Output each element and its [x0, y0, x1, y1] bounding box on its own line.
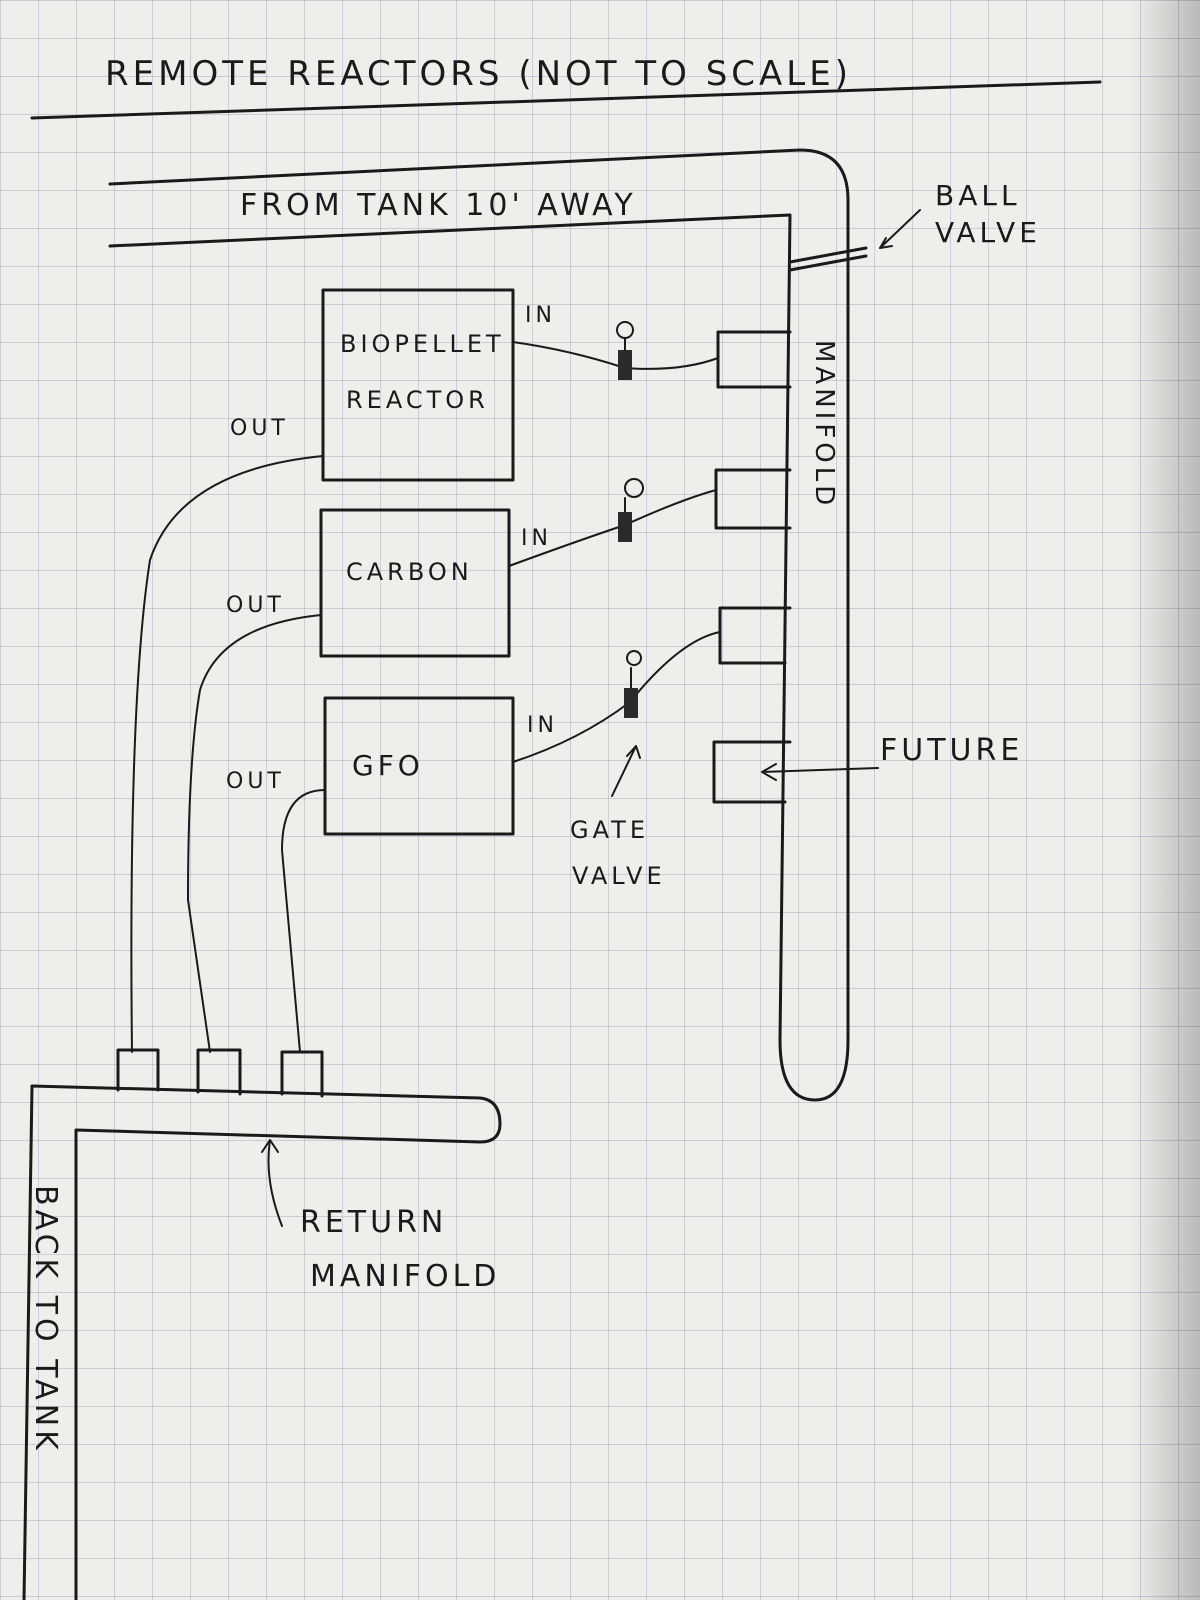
- gfo-in-label: IN: [527, 713, 558, 738]
- gfo-label: GFO: [352, 749, 424, 782]
- carbon-reactor-box: [319, 508, 511, 658]
- biopellet-out-label: OUT: [230, 416, 289, 441]
- biopellet-reactor-box: [321, 288, 515, 482]
- gate-valve-icon-2: [618, 478, 644, 542]
- sketch-title: REMOTE REACTORS (NOT TO SCALE): [105, 54, 852, 94]
- gfo-out-hose: [280, 789, 326, 1053]
- outlet-future: [712, 740, 792, 804]
- manifold-label: MANIFOLD: [809, 340, 839, 509]
- carbon-in-label: IN: [521, 526, 552, 551]
- gate-valve-label-line2: VALVE: [572, 862, 666, 890]
- gate-valve-icon-1: [616, 321, 634, 380]
- gfo-in-hose: [512, 631, 721, 763]
- manifold-outlets: [712, 330, 792, 804]
- gfo-out-label: OUT: [226, 769, 285, 794]
- gate-valve-icon-3: [624, 650, 642, 718]
- outlet-3: [718, 606, 792, 665]
- ball-valve-label-line2: VALVE: [935, 216, 1041, 249]
- biopellet-in-hose: [512, 341, 719, 370]
- gate-valve-arrow: [611, 745, 641, 797]
- ball-valve-icon: [788, 209, 921, 272]
- return-manifold-arrow: [261, 1139, 283, 1227]
- title-underline: [30, 80, 1102, 120]
- page-edge-shadow: [1130, 0, 1200, 1600]
- return-manifold-label-line1: RETURN: [300, 1205, 447, 1240]
- return-inlet-3: [280, 1050, 324, 1098]
- biopellet-in-label: IN: [525, 303, 556, 328]
- biopellet-label-line1: BIOPELLET: [340, 330, 505, 358]
- supply-pipe: [108, 148, 850, 1102]
- return-inlet-2: [196, 1048, 242, 1096]
- outlet-2: [714, 468, 792, 530]
- ball-valve-label-line1: BALL: [935, 179, 1021, 212]
- outlet-1: [716, 330, 792, 389]
- carbon-out-label: OUT: [226, 593, 285, 618]
- biopellet-label-line2: REACTOR: [346, 386, 489, 414]
- future-arrow: [761, 763, 879, 781]
- return-inlet-1: [116, 1048, 160, 1092]
- future-label: FUTURE: [880, 733, 1023, 768]
- gate-valve-label-line1: GATE: [570, 816, 649, 844]
- biopellet-out-hose: [130, 455, 324, 1053]
- back-to-tank-label: BACK TO TANK: [28, 1185, 63, 1454]
- carbon-label: CARBON: [346, 558, 473, 586]
- return-manifold: [22, 1048, 502, 1600]
- supply-line-label: FROM TANK 10' AWAY: [240, 188, 637, 223]
- gfo-reactor-box: [323, 696, 515, 836]
- carbon-out-hose: [186, 614, 322, 1053]
- return-manifold-label-line2: MANIFOLD: [310, 1259, 500, 1294]
